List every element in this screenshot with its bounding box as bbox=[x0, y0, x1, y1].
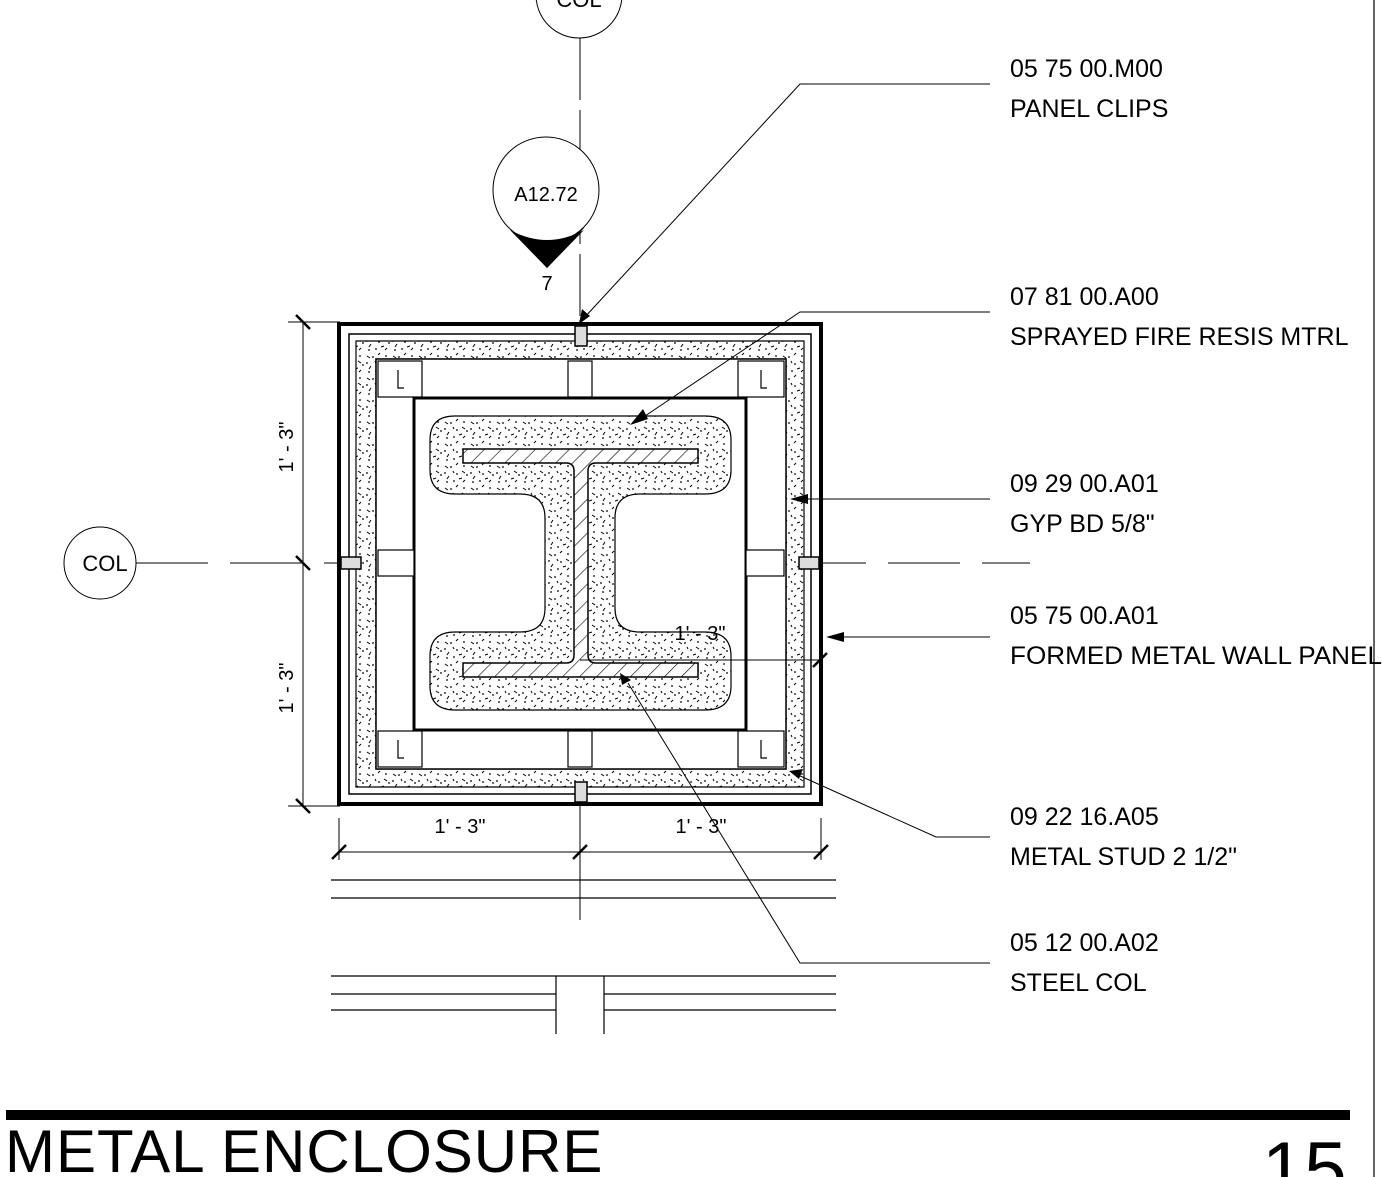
leader-arrowheads bbox=[579, 309, 844, 779]
grid-bubble-left: COL bbox=[63, 526, 137, 600]
dimension-bottom-left: 1' - 3" bbox=[435, 816, 486, 838]
section-marker: A12.72 7 bbox=[492, 136, 600, 295]
keynote-desc: FORMED METAL WALL PANEL bbox=[1010, 642, 1382, 670]
keynote-code: 09 22 16.A05 bbox=[1010, 803, 1159, 831]
metal-studs bbox=[377, 360, 785, 768]
dimension-left-upper: 1' - 3" bbox=[276, 422, 298, 473]
keynote-code: 05 75 00.M00 bbox=[1010, 55, 1163, 83]
keynote-desc: GYP BD 5/8" bbox=[1010, 510, 1155, 538]
keynote-code: 05 75 00.A01 bbox=[1010, 602, 1159, 630]
keynote-code: 05 12 00.A02 bbox=[1010, 929, 1159, 957]
dimension-inner: 1' - 3" bbox=[675, 623, 726, 645]
keynote-desc: STEEL COL bbox=[1010, 969, 1147, 997]
keynote-desc: SPRAYED FIRE RESIS MTRL bbox=[1010, 323, 1349, 351]
dimension-tick bbox=[812, 652, 828, 668]
dimension-ticks-left bbox=[295, 314, 311, 814]
keynote-code: 07 81 00.A00 bbox=[1010, 283, 1159, 311]
section-marker-sheet: A12.72 bbox=[514, 184, 577, 206]
keynote-code: 09 29 00.A01 bbox=[1010, 470, 1159, 498]
keynote-spray-fireproofing: 07 81 00.A00 SPRAYED FIRE RESIS MTRL bbox=[1010, 283, 1349, 351]
dimension-bottom-right: 1' - 3" bbox=[676, 816, 727, 838]
title-bar bbox=[6, 1110, 1350, 1120]
keynote-panel-clips: 05 75 00.M00 PANEL CLIPS bbox=[1010, 55, 1168, 123]
keynote-wall-panel: 05 75 00.A01 FORMED METAL WALL PANEL bbox=[1010, 602, 1382, 670]
grid-bubble-top: COL bbox=[535, 0, 623, 39]
grid-bubble-left-label: COL bbox=[82, 551, 127, 576]
dimension-ticks-bottom bbox=[331, 844, 829, 860]
adjacent-wall-lines bbox=[331, 879, 836, 1034]
section-marker-detail: 7 bbox=[541, 273, 552, 295]
keynote-gyp-board: 09 29 00.A01 GYP BD 5/8" bbox=[1010, 470, 1159, 538]
steel-wide-flange-column bbox=[462, 448, 699, 678]
panel-clips bbox=[340, 325, 820, 803]
keynote-metal-stud: 09 22 16.A05 METAL STUD 2 1/2" bbox=[1010, 803, 1237, 871]
leader-lines bbox=[583, 83, 990, 964]
dimension-left-lower: 1' - 3" bbox=[276, 663, 298, 714]
grid-bubble-top-label: COL bbox=[556, 0, 601, 12]
detail-number: 15 bbox=[1262, 1127, 1347, 1177]
keynote-desc: PANEL CLIPS bbox=[1010, 95, 1168, 123]
keynote-desc: METAL STUD 2 1/2" bbox=[1010, 843, 1237, 871]
keynote-steel-col: 05 12 00.A02 STEEL COL bbox=[1010, 929, 1159, 997]
detail-title: METAL ENCLOSURE bbox=[5, 1118, 604, 1177]
